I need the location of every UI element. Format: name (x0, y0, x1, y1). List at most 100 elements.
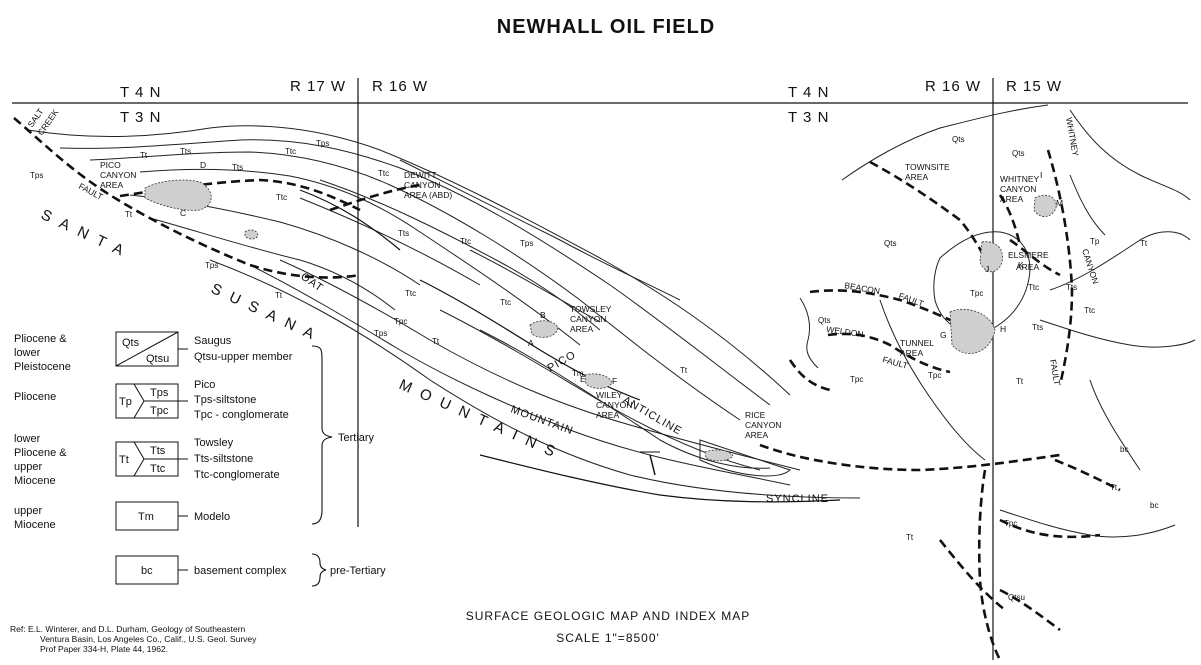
reference-line-1: Ref: E.L. Winterer, and D.L. Durham, Geo… (10, 624, 246, 634)
unit-tt-6: Tt (906, 533, 914, 542)
unit-tpc-3: Tpc (850, 375, 863, 384)
unit-ttc-4: Ttc (460, 237, 471, 246)
oil-area-elsmere (979, 241, 1003, 273)
caption-line-1: SURFACE GEOLOGIC MAP AND INDEX MAP (466, 609, 751, 623)
label-pico-canyon-1: PICO (100, 160, 121, 170)
legend-group-tertiary: Tertiary (338, 432, 375, 444)
unit-ttc-2: Ttc (378, 169, 389, 178)
legend: Pliocene & lower Pleistocene Qts Qtsu Sa… (14, 331, 386, 587)
legend-desc-tts: Tts-siltstone (194, 453, 253, 465)
unit-ttc-5: Ttc (405, 289, 416, 298)
legend-sym-tps: Tps (150, 387, 169, 399)
label-wiley-1: WILEY (596, 390, 623, 400)
point-i: I (1040, 170, 1042, 180)
legend-group-pre-tertiary: pre-Tertiary (330, 565, 386, 577)
unit-bc-2: bc (1150, 501, 1158, 510)
faults (13, 117, 1121, 661)
legend-age-3d: Miocene (14, 475, 56, 487)
label-elsmere-1: ELSMERE (1008, 250, 1049, 260)
unit-tp: Tp (1090, 237, 1100, 246)
point-a: A (528, 338, 534, 348)
grid-label-r16w-left: R 16 W (372, 78, 428, 95)
label-wiley-3: AREA (596, 410, 619, 420)
grid-label-t4n-right: T 4 N (788, 84, 829, 101)
point-g: G (940, 330, 947, 340)
legend-age-1a: Pliocene & (14, 333, 67, 345)
label-rice-3: AREA (745, 430, 768, 440)
label-whitney: WHITNEY (1064, 117, 1081, 158)
legend-age-2: Pliocene (14, 391, 56, 403)
unit-tts-4: Tts (1066, 283, 1077, 292)
oil-area-dewitt (244, 229, 259, 240)
reference-line-2: Ventura Basin, Los Angeles Co., Calif., … (40, 634, 257, 644)
reference-line-3: Prof Paper 334-H, Plate 44, 1962. (40, 644, 168, 654)
label-weldon: WELDON (826, 324, 864, 339)
point-c: C (180, 208, 186, 218)
map-title: NEWHALL OIL FIELD (497, 16, 715, 38)
legend-desc-qtsu: Qtsu-upper member (194, 351, 293, 363)
caption-line-2: SCALE 1"=8500' (556, 631, 660, 645)
label-elsmere-2: AREA (1016, 262, 1039, 272)
oil-area-tunnel (949, 308, 996, 354)
legend-desc-towsley: Towsley (194, 437, 234, 449)
unit-tts-5: Tts (1032, 323, 1043, 332)
legend-sym-tpc: Tpc (150, 405, 169, 417)
label-canyon: CANYON (1080, 248, 1101, 286)
unit-tpc-1: Tpc (394, 317, 407, 326)
point-b: B (540, 310, 546, 320)
oil-area-whitney (1033, 194, 1057, 217)
label-tunnel-1: TUNNEL (900, 338, 934, 348)
legend-desc-basement: basement complex (194, 565, 287, 577)
geologic-contacts-east (799, 104, 1196, 538)
label-wiley-2: CANYON (596, 400, 632, 410)
unit-ttc-6: Ttc (500, 298, 511, 307)
unit-tts-3: Tts (398, 229, 409, 238)
grid-label-r15w: R 15 W (1006, 78, 1062, 95)
legend-desc-modelo: Modelo (194, 511, 230, 523)
unit-tpc-2: Tpc (970, 289, 983, 298)
unit-qts-3: Qts (884, 239, 896, 248)
unit-tt-9: Tt (1110, 483, 1118, 492)
label-townsite-1: TOWNSITE (905, 162, 950, 172)
fold-axes (299, 189, 841, 503)
legend-sym-tp: Tp (119, 396, 132, 408)
label-whitney-1: WHITNEY (1000, 174, 1040, 184)
label-rice-1: RICE (745, 410, 766, 420)
point-j: J (985, 264, 989, 274)
survey-grid: T 4 N T 3 N R 17 W R 16 W T 4 N T 3 N R … (12, 78, 1188, 660)
legend-desc-saugus: Saugus (194, 335, 232, 347)
legend-age-3b: Pliocene & (14, 447, 67, 459)
unit-qtsu: Qtsu (1008, 593, 1025, 602)
unit-qts-4: Qts (818, 316, 830, 325)
label-fault-beacon: FAULT (897, 290, 925, 308)
legend-desc-pico: Pico (194, 379, 215, 391)
legend-age-1c: Pleistocene (14, 361, 71, 373)
label-townsite-2: AREA (905, 172, 928, 182)
legend-desc-tps: Tps-siltstone (194, 394, 256, 406)
map-caption: SURFACE GEOLOGIC MAP AND INDEX MAP SCALE… (466, 609, 751, 645)
unit-tt-2: Tt (125, 210, 133, 219)
unit-tts-1: Tts (180, 147, 191, 156)
grid-label-t3n-left: T 3 N (120, 109, 161, 126)
legend-age-4a: upper (14, 505, 42, 517)
point-m: M (1056, 198, 1063, 208)
legend-sym-qts: Qts (122, 337, 140, 349)
legend-age-4b: Miocene (14, 519, 56, 531)
legend-sym-ttc: Ttc (150, 463, 166, 475)
oil-field-areas (144, 179, 1057, 462)
legend-desc-tpc: Tpc - conglomerate (194, 409, 289, 421)
grid-label-t4n-left: T 4 N (120, 84, 161, 101)
grid-label-r16w-right: R 16 W (925, 78, 981, 95)
label-fault-east: FAULT (1048, 359, 1062, 386)
unit-ttc-8: Ttc (1084, 306, 1095, 315)
point-k: K (1018, 260, 1024, 270)
point-e: E (580, 374, 586, 384)
unit-tt-3: Tt (275, 291, 283, 300)
section-letters: D C B A E F G H J K M I (180, 160, 1063, 386)
label-towsley-1: TOWSLEY (570, 304, 612, 314)
label-whitney-3: AREA (1000, 194, 1023, 204)
label-syncline: SYNCLINE (766, 493, 829, 505)
unit-tt-5: Tt (680, 366, 688, 375)
label-santa: SANTA (38, 206, 135, 263)
area-labels: PICO CANYON AREA DEWITT CANYON AREA (ABD… (100, 160, 1049, 440)
